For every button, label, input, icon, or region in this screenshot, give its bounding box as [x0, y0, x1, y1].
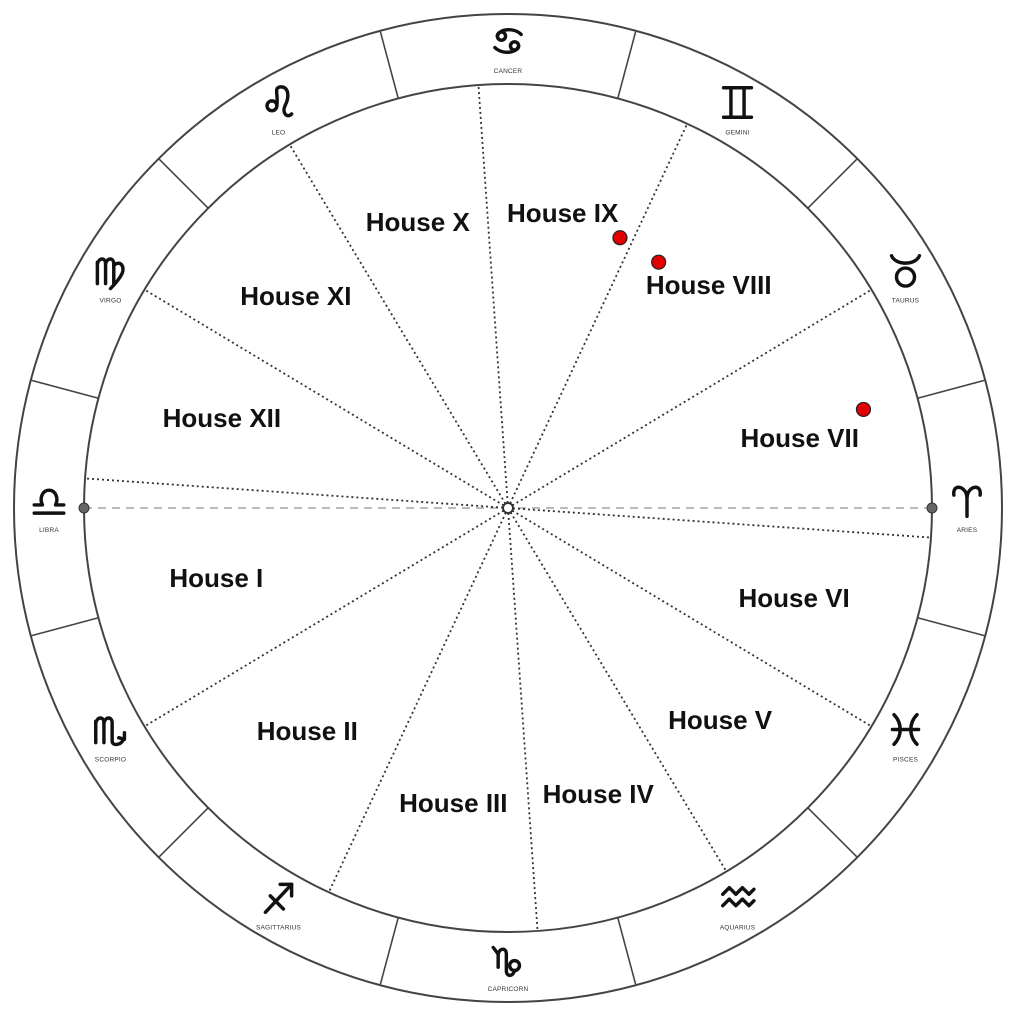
scorpio-icon — [94, 716, 127, 747]
leo-icon — [265, 85, 294, 118]
house-cusp-line — [477, 84, 509, 509]
virgo-icon — [95, 257, 125, 291]
sign-divider — [30, 379, 99, 400]
house-cusp-line — [507, 507, 728, 872]
house-labels: House I House II House III House IV House V H… — [163, 198, 859, 818]
sign-divider — [917, 379, 986, 400]
house-cusp-line — [507, 288, 872, 509]
sign-name-aquarius: AQUARIUS — [720, 925, 756, 932]
house-cusp-line — [507, 507, 539, 932]
aries-icon — [952, 485, 982, 519]
sign-divider — [379, 917, 400, 986]
sign-name-gemini: GEMINI — [725, 129, 749, 136]
gemini-icon — [721, 86, 754, 119]
sign-name-aries: ARIES — [957, 527, 978, 534]
sign-name-virgo: VIRGO — [100, 298, 122, 305]
sign-name-libra: LIBRA — [39, 527, 59, 534]
house-cusp-line — [507, 507, 872, 728]
house-label: House VI — [738, 583, 849, 613]
house-cusp-line — [84, 477, 509, 509]
planet-marker[interactable] — [651, 254, 667, 270]
house-label: House V — [668, 705, 773, 735]
house-label: House VII — [740, 423, 858, 453]
sign-ring: ARIES TAURUS GEMINI CANCER LEO VIRGO LIBRA SCOR… — [32, 28, 982, 993]
house-cusp-line — [144, 288, 509, 509]
axis-end-dot — [926, 502, 938, 514]
sign-name-taurus: TAURUS — [892, 298, 920, 305]
sign-divider — [30, 616, 99, 637]
house-label: House III — [399, 788, 507, 818]
house-label: House IX — [507, 198, 619, 228]
house-label: House X — [366, 207, 471, 237]
house-label: House XI — [240, 281, 351, 311]
taurus-icon — [889, 254, 922, 288]
aquarius-icon — [721, 885, 756, 908]
sign-divider — [616, 30, 637, 99]
house-label: House II — [257, 716, 358, 746]
sign-divider — [917, 616, 986, 637]
sign-name-leo: LEO — [272, 129, 286, 136]
pisces-icon — [890, 713, 921, 746]
sagittarius-icon — [263, 882, 294, 914]
axis-end-dot — [78, 502, 90, 514]
sign-divider — [158, 158, 209, 209]
sign-name-sagittarius: SAGITTARIUS — [256, 925, 302, 932]
sign-name-cancer: CANCER — [494, 68, 523, 75]
capricorn-icon — [491, 945, 522, 978]
sign-divider — [616, 917, 637, 986]
sign-name-scorpio: SCORPIO — [95, 757, 126, 764]
sign-name-capricorn: CAPRICORN — [488, 986, 529, 993]
outer-ring — [13, 13, 1003, 1003]
sign-divider — [807, 158, 858, 209]
sign-divider — [807, 807, 858, 858]
house-cusp-line — [144, 507, 509, 728]
planet-marker[interactable] — [612, 230, 628, 246]
libra-icon — [32, 488, 66, 515]
cancer-icon — [493, 28, 523, 54]
sign-divider — [158, 807, 209, 858]
wheel-lines — [13, 13, 1003, 1003]
house-label: House IV — [543, 779, 655, 809]
house-cusp-line — [507, 507, 932, 539]
house-label: House I — [169, 563, 263, 593]
center-hub — [502, 502, 514, 514]
planet-markers — [612, 230, 872, 418]
house-label: House VIII — [646, 270, 772, 300]
planet-marker[interactable] — [855, 401, 872, 418]
house-label: House XII — [163, 403, 281, 433]
house-cusp-line — [507, 123, 689, 509]
sign-divider — [379, 30, 400, 99]
house-cusp-line — [327, 507, 509, 893]
house-cusp-line — [288, 144, 509, 509]
sign-name-pisces: PISCES — [893, 757, 919, 764]
